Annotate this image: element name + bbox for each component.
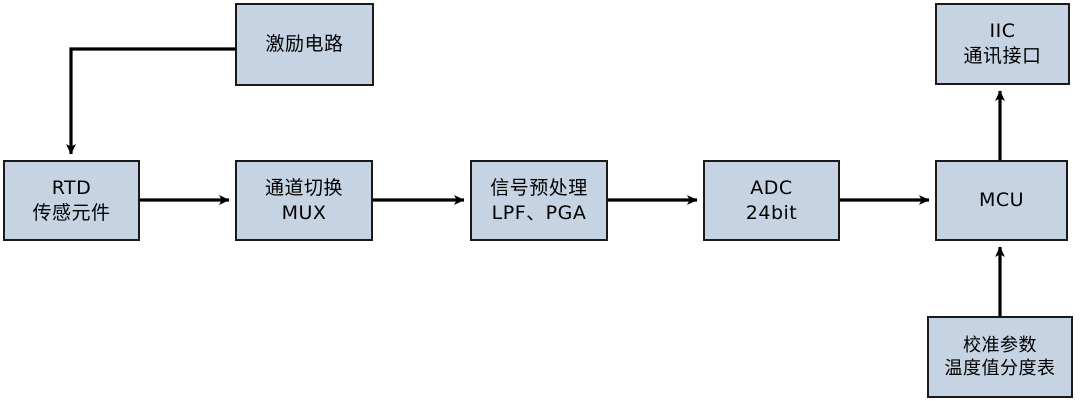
block-signal-preprocessing-line1: 信号预处理 — [490, 176, 588, 199]
block-channel-mux-line2: MUX — [281, 201, 327, 224]
block-signal-preprocessing[interactable]: 信号预处理 LPF、PGA — [470, 160, 608, 241]
block-calibration-table-line1: 校准参数 — [963, 334, 1037, 356]
block-rtd-sensor-line1: RTD — [51, 176, 92, 199]
block-rtd-sensor-line2: 传感元件 — [32, 201, 111, 224]
edge-excitation-to-rtd — [66, 47, 235, 155]
block-calibration-table[interactable]: 校准参数 温度值分度表 — [927, 316, 1073, 398]
block-adc-line1: ADC — [750, 176, 793, 199]
block-calibration-table-line2: 温度值分度表 — [944, 358, 1056, 379]
block-channel-mux[interactable]: 通道切换 MUX — [235, 160, 373, 241]
block-adc[interactable]: ADC 24bit — [703, 160, 840, 241]
block-excitation-circuit-line1: 激励电路 — [265, 33, 344, 56]
block-mcu[interactable]: MCU — [935, 160, 1068, 241]
block-iic-interface-line2: 通讯接口 — [963, 45, 1042, 67]
block-adc-line2: 24bit — [745, 201, 798, 224]
block-excitation-circuit[interactable]: 激励电路 — [235, 3, 374, 86]
block-channel-mux-line1: 通道切换 — [264, 176, 343, 199]
block-iic-interface-line1: IIC — [989, 20, 1016, 43]
block-signal-preprocessing-line2: LPF、PGA — [491, 201, 587, 224]
block-iic-interface[interactable]: IIC 通讯接口 — [935, 3, 1070, 85]
block-rtd-sensor[interactable]: RTD 传感元件 — [3, 160, 140, 241]
block-mcu-line1: MCU — [978, 189, 1025, 212]
